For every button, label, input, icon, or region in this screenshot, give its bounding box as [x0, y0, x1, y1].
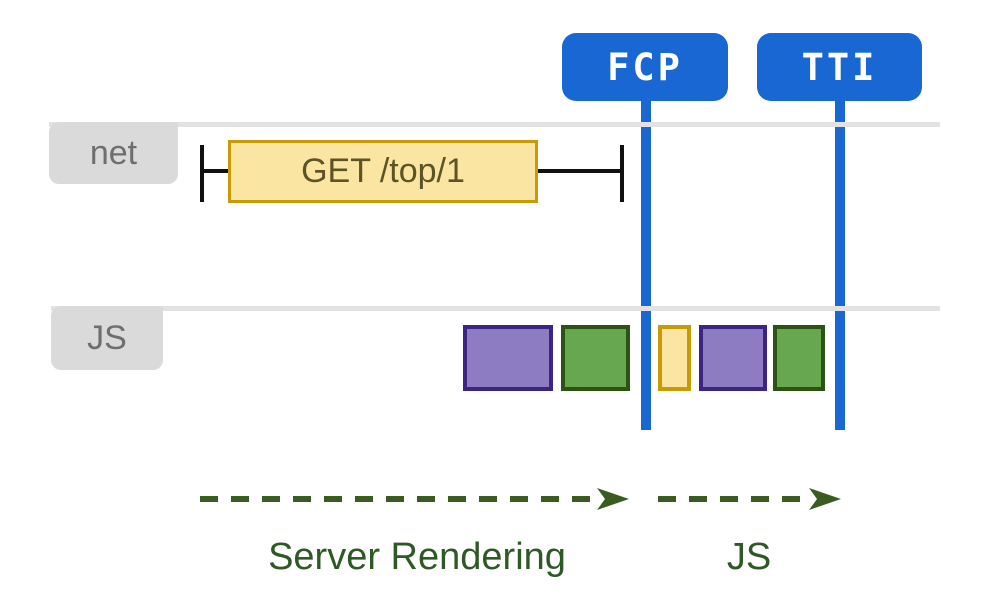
- request-end-tick: [620, 145, 624, 202]
- js-block-green: [561, 325, 630, 391]
- fcp-marker-line: [641, 99, 651, 430]
- js-track-line: [51, 306, 940, 311]
- js-block-purple: [699, 325, 767, 391]
- js-block-yellow: [658, 325, 691, 391]
- fcp-badge: FCP: [562, 33, 728, 101]
- js-row-label: JS: [51, 306, 163, 370]
- js-block-green: [773, 325, 825, 391]
- js-phase-label: JS: [726, 536, 772, 578]
- server-rendering-phase-label: Server Rendering: [268, 536, 566, 578]
- js-block-purple: [463, 325, 553, 391]
- request-start-tick: [200, 145, 204, 202]
- request-start-connector: [204, 169, 228, 173]
- server-rendering-phase-arrow: [200, 488, 629, 510]
- net-track-line: [49, 122, 940, 127]
- tti-badge: TTI: [757, 33, 922, 101]
- js-phase-arrow: [658, 488, 841, 510]
- request-end-connector: [538, 169, 620, 173]
- network-request-bar: GET /top/1: [228, 140, 538, 203]
- net-row-label: net: [49, 122, 178, 184]
- tti-marker-line: [835, 99, 845, 430]
